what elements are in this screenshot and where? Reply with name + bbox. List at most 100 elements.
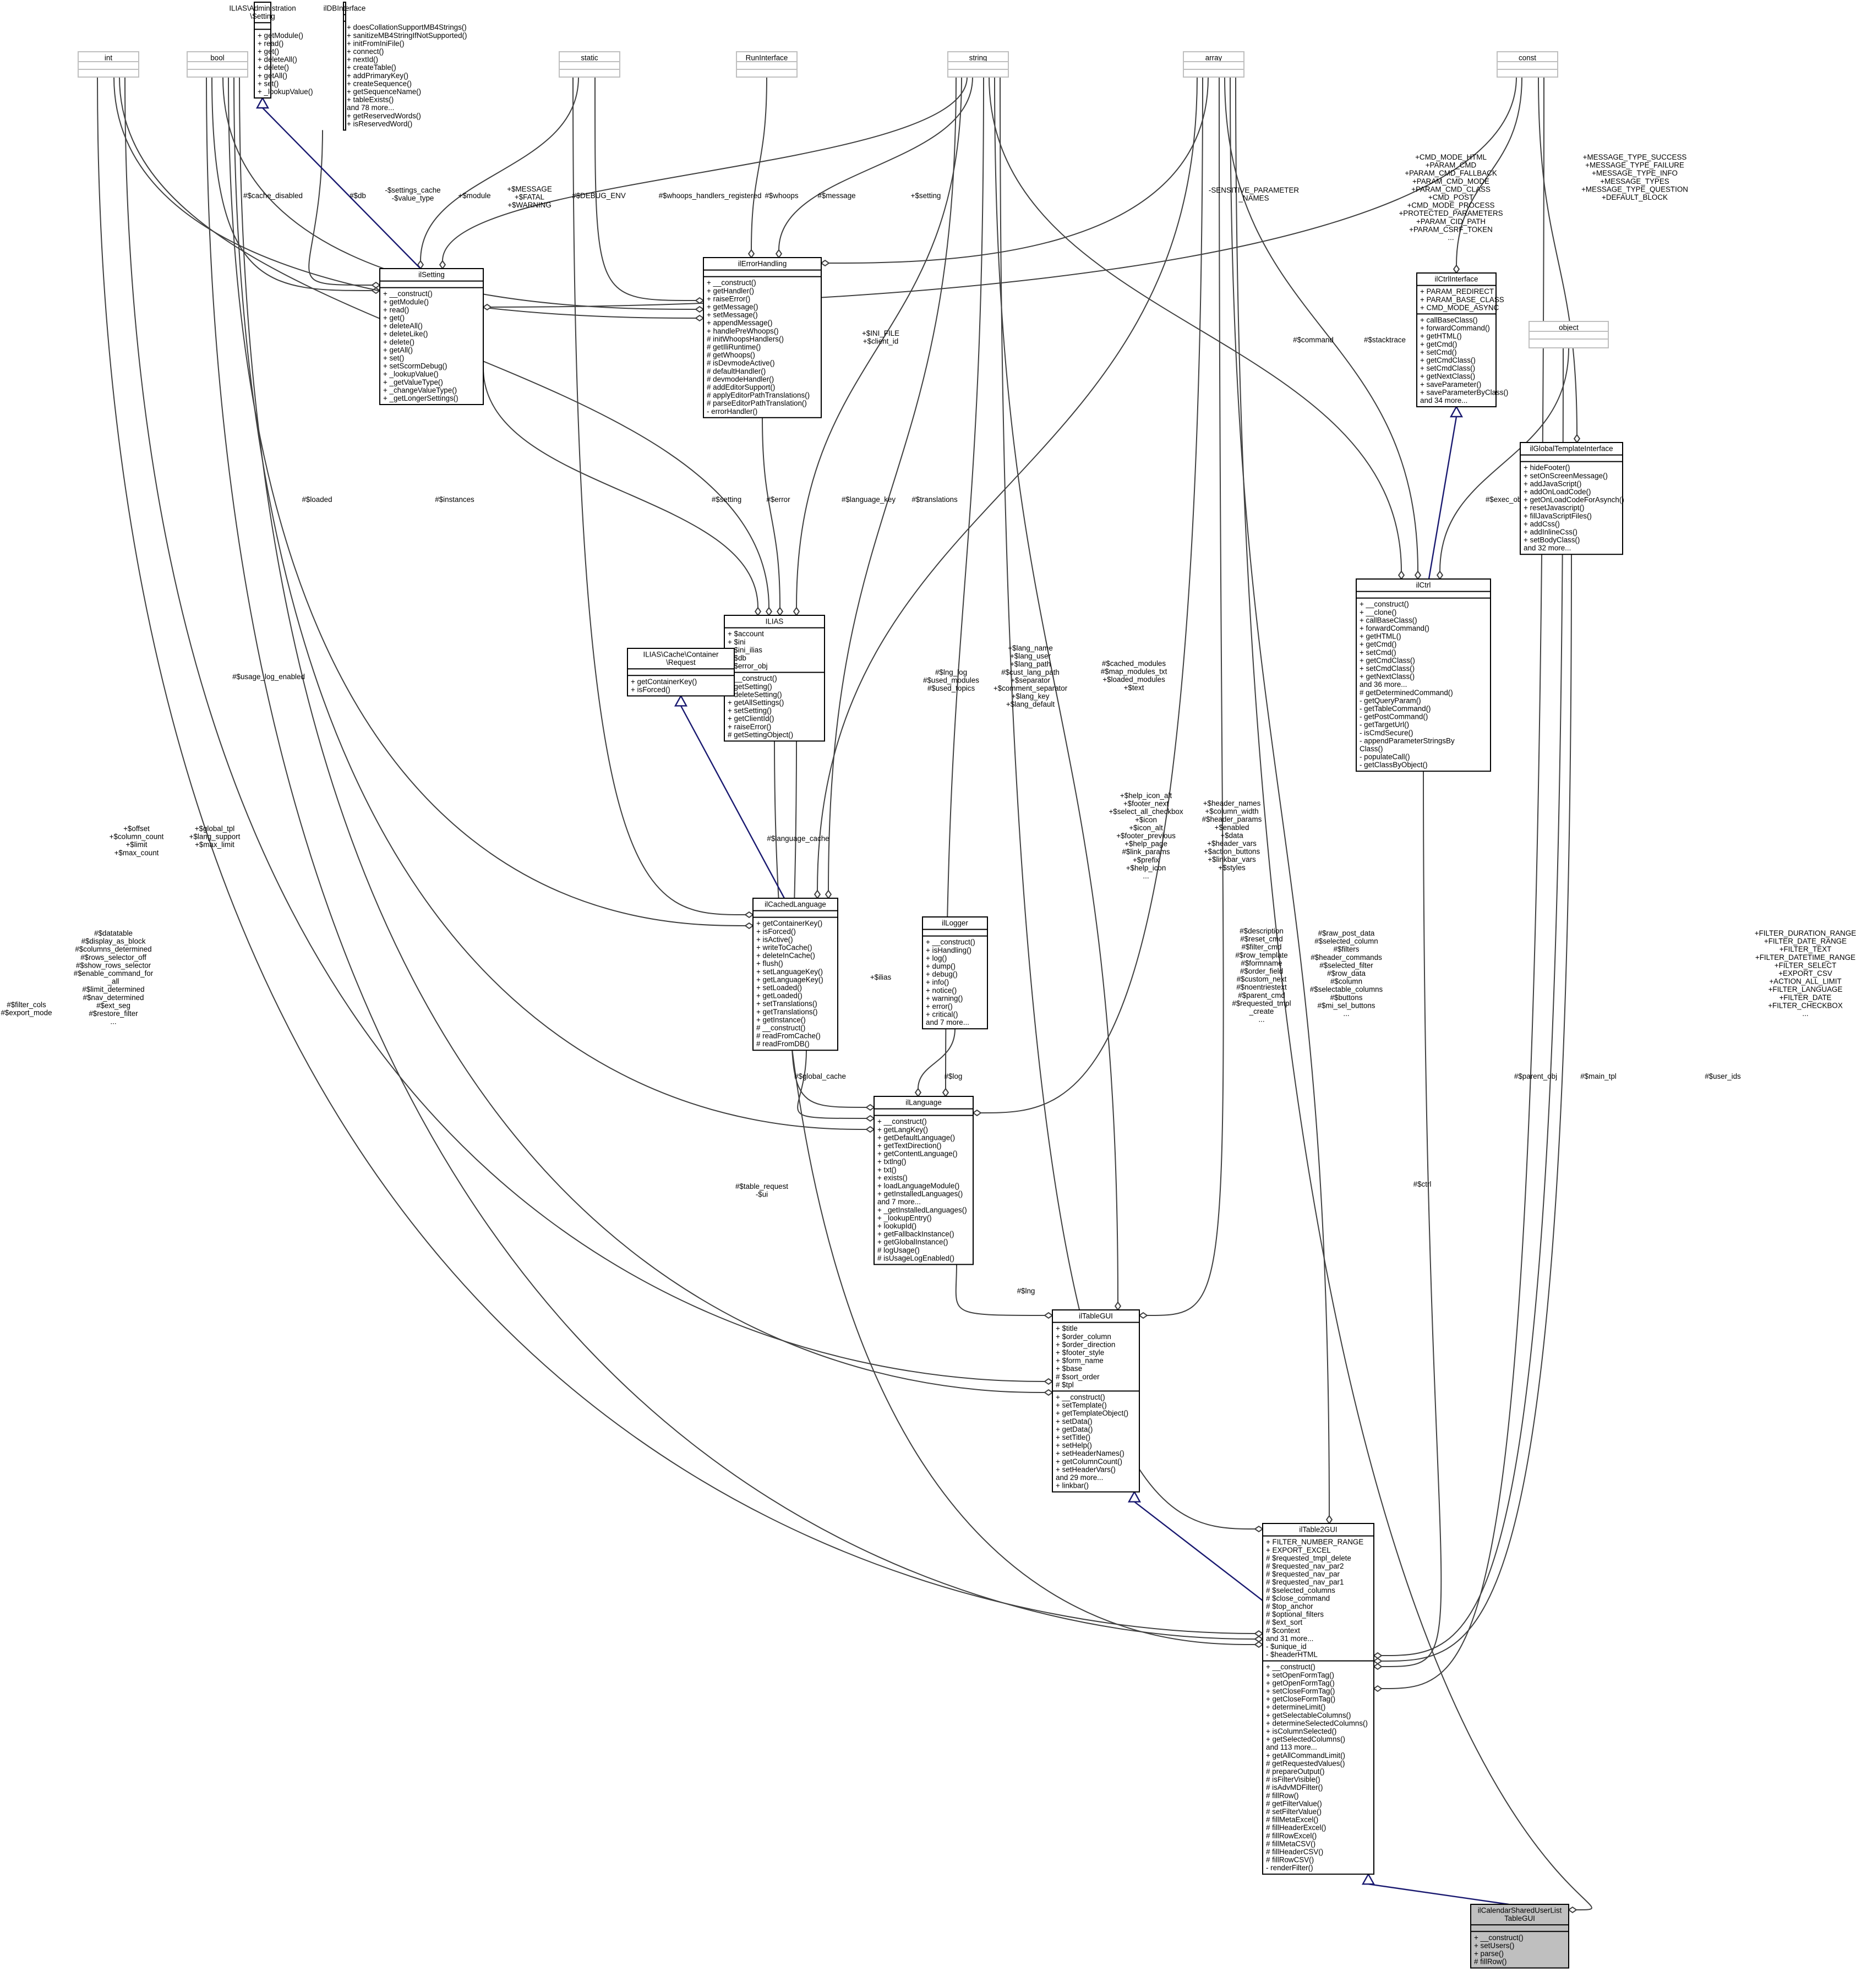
edge-label-line: #$order_field [1240,967,1283,975]
class-title: int [105,54,112,62]
class-node-RunInterface[interactable]: RunInterface [736,51,798,78]
class-title: ilErrorHandling [738,260,787,268]
class-operation: + get() [258,47,279,56]
edge-label-sensitive: -SENSITIVE_PARAMETER_NAMES [1209,186,1300,203]
class-attribute: + FILTER_NUMBER_RANGE [1266,1538,1363,1546]
class-attribute: + PARAM_REDIRECT [1420,287,1494,296]
edge-label-line: +PARAM_CMD_FALLBACK [1405,169,1497,177]
class-operation: # devmodeHandler() [707,375,774,383]
class-node-ilGlobalTemplateInterface[interactable]: ilGlobalTemplateInterface+ hideFooter()+… [1520,442,1624,555]
edge-label-line: #$error [766,495,790,504]
class-node-const[interactable]: const [1497,51,1558,78]
class-node-string[interactable]: string [947,51,1009,78]
class-operation: + getTemplateObject() [1056,1409,1128,1417]
class-operation: + __construct() [926,938,975,946]
class-operation: # __construct() [756,1024,805,1032]
edge-label-line: #$column [1330,977,1362,986]
class-node-object[interactable]: object [1529,321,1609,348]
edge-label-line: #$ext_seg [96,1001,130,1009]
class-title: string [969,54,987,62]
class-node-ilLanguage[interactable]: ilLanguage+ __construct()+ getLangKey()+… [874,1096,974,1265]
edge-label-line: #$user_ids [1705,1072,1741,1080]
class-node-ilCachedLanguage[interactable]: ilCachedLanguage+ getContainerKey()+ isF… [752,898,838,1051]
edge-label-line: #$used_topics [927,684,975,692]
class-node-ilLogger[interactable]: ilLogger+ __construct()+ isHandling()+ l… [922,916,988,1030]
class-title: array [1205,54,1222,62]
class-node-ilTable2GUI[interactable]: ilTable2GUI + FILTER_NUMBER_RANGE+ EXPORT… [1262,1523,1374,1875]
edge-label-language-cache: #$language_cache [767,834,829,843]
class-operation: + deleteLike() [383,330,428,338]
class-operation: + initFromIniFile() [347,39,405,47]
class-operation: # setFilterValue() [1266,1807,1322,1816]
class-operation: + __construct() [877,1117,927,1126]
class-operation: + determineLimit() [1266,1703,1325,1711]
edge-string-tablegui [994,77,1122,1311]
class-node-cacheRequest[interactable]: ILIAS\Cache\Container\Request+ getContai… [627,648,735,697]
edges [97,77,1592,1914]
class-title: ilSetting [418,271,445,279]
class-operation: + setMessage() [707,311,758,319]
class-node-static[interactable]: static [559,51,620,78]
edge-logger-language [914,1029,956,1097]
class-title: ilTable2GUI [1299,1526,1337,1534]
edge-label-line: #$export_mode [1,1009,52,1017]
class-node-ilDBInterface[interactable]: ilDBInterface+ doesCollationSupportMB4St… [324,2,467,131]
edge-label-line: +MESSAGE_TYPE_INFO [1592,169,1678,177]
edge-label-line: +$column_count [110,833,164,841]
class-node-ilTableGUI[interactable]: ilTableGUI+ $title+ $order_column+ $orde… [1052,1309,1140,1493]
class-operation: + isActive() [756,935,793,943]
edge-label-line: +MESSAGE_TYPE_SUCCESS [1583,153,1687,161]
edge-const-ilctrlinterface [1453,77,1522,274]
class-operation: # logUsage() [877,1246,920,1254]
class-operation: + setCmd() [1360,648,1396,657]
class-node-ilCtrl[interactable]: ilCtrl+ __construct()+ __clone()+ callBa… [1356,578,1491,772]
class-operation: + isColumnSelected() [1266,1727,1336,1735]
edge-label-line: +$separator [1011,676,1050,684]
class-attribute: + PARAM_BASE_CLASS [1420,296,1504,304]
edge-int-errorhandling [113,77,705,322]
edge-label-line: #$buttons [1330,993,1363,1002]
class-title: ilCalendarSharedUserList [1478,1907,1562,1915]
class-operation: # getIliRuntime() [707,343,761,351]
class-node-ilCtrlInterface[interactable]: ilCtrlInterface + PARAM_REDIRECT+ PARAM_B… [1416,272,1508,407]
class-operation: and 34 more... [1420,396,1467,405]
class-node-bool[interactable]: bool [187,51,248,78]
class-operation: + setCmdClass() [1420,364,1475,373]
edge-label-line: ... [1343,1009,1349,1018]
edge-label-help-icon: +$help_icon_alt+$footer_next+$select_all… [1109,791,1183,880]
class-operation: # prepareOutput() [1266,1767,1324,1776]
class-node-int[interactable]: int [78,51,139,78]
edge-label-line: ... [1143,872,1149,880]
class-operation: # addEditorSupport() [707,383,775,391]
edge-label-line: +CMD_MODE_HTML [1415,153,1487,161]
class-node-adminSetting[interactable]: ILIAS\Administration\Setting+ getModule(… [229,2,313,99]
class-operation: # fillRow() [1266,1792,1299,1800]
edge-label-line: ... [1802,1009,1808,1018]
class-operation: and 36 more... [1360,680,1407,689]
class-operation: + read() [383,305,409,314]
class-attribute: + EXPORT_EXCEL [1266,1546,1331,1554]
class-operation: # fillRowExcel() [1266,1832,1317,1840]
class-operation: + isForced() [756,927,796,936]
class-node-array[interactable]: array [1183,51,1244,78]
class-operation: + deleteSetting() [728,690,782,698]
class-title: \Setting [250,12,275,20]
edge-bool-tablegui [239,77,1053,1396]
class-attribute: - $headerHTML [1266,1651,1318,1659]
class-operation: + getModule() [383,298,429,306]
class-node-ilErrorHandling[interactable]: ilErrorHandling+ __construct()+ getHandl… [703,257,822,418]
class-operation: + getAllCommandLimit() [1266,1751,1345,1760]
class-title: ilCtrlInterface [1435,275,1478,283]
class-node-ILIAS[interactable]: ILIAS+ $account+ $ini+ $ini_ilias+ $db+ … [724,615,825,742]
class-attribute: + $order_direction [1056,1340,1115,1348]
class-attribute: # $optional_filters [1266,1610,1324,1619]
class-node-ilSetting[interactable]: ilSetting+ __construct()+ getModule()+ r… [379,268,484,405]
edge-label-line: +MESSAGE_TYPE_FAILURE [1585,161,1684,170]
edge-label-line: +$help_page [1124,840,1167,848]
class-operation: + setBodyClass() [1524,536,1580,544]
edge-int-tablegui [124,77,1053,1385]
class-operation: + getReservedWords() [347,112,421,120]
edge-label-line: -SENSITIVE_PARAMETER [1209,186,1300,194]
edge-label-line: #$usage_log_enabled [232,673,305,681]
